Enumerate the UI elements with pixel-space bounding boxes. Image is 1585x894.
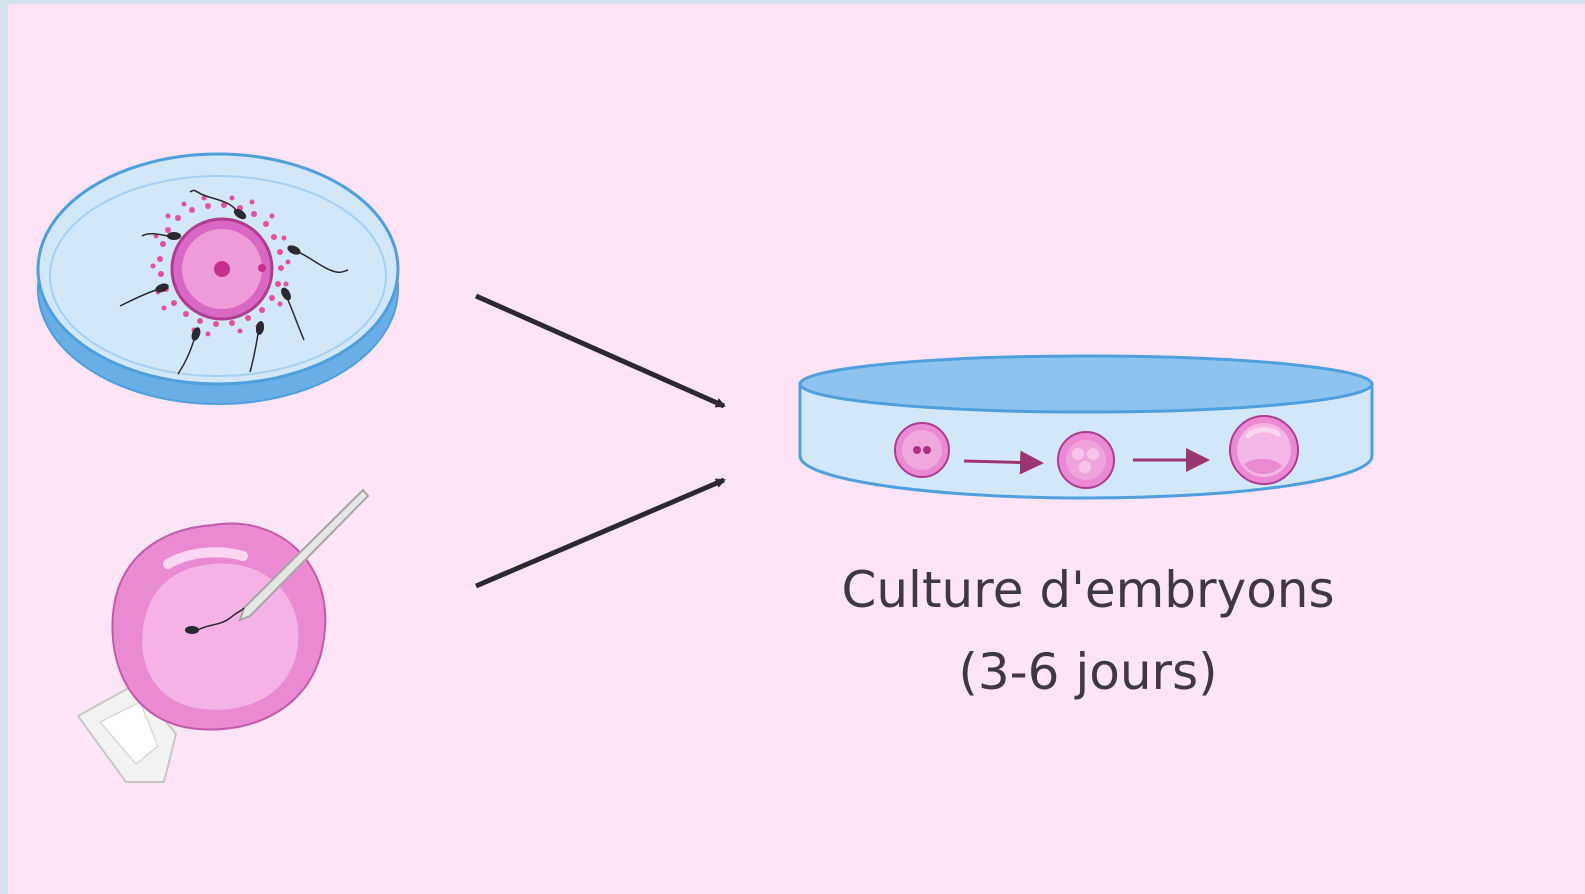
culture-caption: Culture d'embryons (3-6 jours) — [788, 549, 1388, 713]
culture-dish-embryo-stages-icon — [800, 356, 1372, 498]
blastocyst-icon — [1230, 416, 1298, 484]
egg-micro-injection-icon — [78, 490, 368, 782]
cleavage-embryo-icon — [1058, 432, 1114, 488]
diagram-panel: Culture d'embryons (3-6 jours) — [8, 4, 1585, 894]
caption-line-1: Culture d'embryons — [788, 549, 1388, 631]
caption-line-2: (3-6 jours) — [788, 631, 1388, 713]
petri-dish-egg-sperm-icon — [38, 154, 398, 404]
arrow-ivf-to-culture — [476, 296, 724, 406]
zygote-icon — [895, 423, 949, 477]
ivf-process-diagram — [8, 4, 1585, 894]
arrow-icsi-to-culture — [476, 480, 724, 586]
